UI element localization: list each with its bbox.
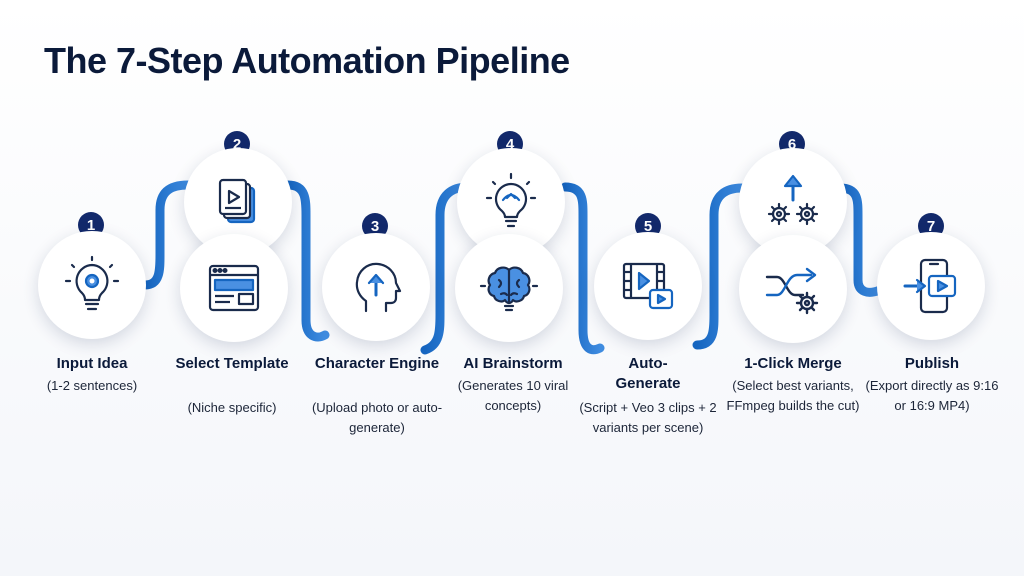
step-2-circle[interactable] xyxy=(180,234,288,342)
step-2-label: Select Template xyxy=(175,355,289,372)
film-play-icon xyxy=(622,262,674,310)
step-5-desc: (Script + Veo 3 clips + 2 variants per s… xyxy=(579,400,717,435)
connector-2-3 xyxy=(283,180,330,342)
browser-template-icon xyxy=(208,264,260,312)
connector-4-5 xyxy=(560,182,605,355)
step-6-circle[interactable] xyxy=(739,235,847,343)
connector-3-4 xyxy=(420,182,473,355)
lightbulb-icon xyxy=(485,172,537,228)
step-1-desc: (1-2 sentences) xyxy=(46,378,138,393)
step-2-desc: (Niche specific) xyxy=(187,400,277,415)
step-7-circle[interactable] xyxy=(877,232,985,340)
step-4-circle[interactable] xyxy=(455,234,563,342)
connector-1-2 xyxy=(140,180,193,290)
gears-arrow-icon xyxy=(767,174,819,226)
merge-arrows-gear-icon xyxy=(765,267,819,315)
step-5-circle[interactable] xyxy=(594,232,702,340)
step-5-label: Auto-Generate xyxy=(615,355,681,392)
lightbulb-gear-icon xyxy=(64,255,120,311)
step-6-desc: (Select best variants, FFmpeg builds the… xyxy=(726,378,860,413)
head-arrow-icon xyxy=(355,262,402,313)
connector-5-6 xyxy=(692,183,747,350)
step-4-label: AI Brainstorm xyxy=(463,355,563,372)
phone-export-icon xyxy=(903,258,957,314)
step-7-desc: (Export directly as 9:16 or 16:9 MP4) xyxy=(865,378,999,413)
step-4-desc: (Generates 10 viral concepts) xyxy=(457,378,569,413)
step-6-label: 1-Click Merge xyxy=(744,355,842,372)
stacked-video-cards-icon xyxy=(218,178,256,224)
step-1-label: Input Idea xyxy=(56,355,128,372)
step-7-label: Publish xyxy=(904,355,960,372)
step-1-circle[interactable] xyxy=(38,231,146,339)
brain-icon xyxy=(479,266,539,312)
connector-6-7 xyxy=(835,183,885,297)
step-3-label: Character Engine xyxy=(314,355,440,372)
step-3-desc: (Upload photo or auto-generate) xyxy=(311,400,443,435)
step-3-circle[interactable] xyxy=(322,233,430,341)
page-title: The 7-Step Automation Pipeline xyxy=(44,40,570,81)
